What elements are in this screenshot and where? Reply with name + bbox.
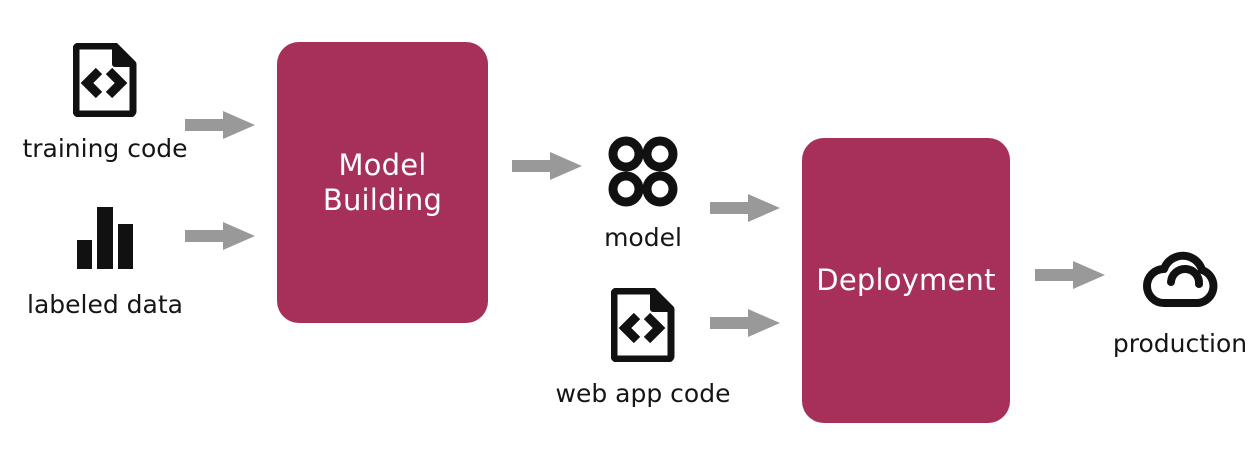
edge-deployment-to-production xyxy=(1035,258,1107,292)
code-file-icon xyxy=(72,42,137,118)
edge-training-code-to-model-building xyxy=(185,108,257,142)
bar-chart-icon xyxy=(73,203,137,271)
edge-labeled-data-to-model-building xyxy=(185,219,257,253)
code-file-icon xyxy=(610,287,675,363)
node-labeled-data-label: labeled data xyxy=(27,290,183,319)
node-training-code-label: training code xyxy=(22,134,188,163)
arrow-right-icon xyxy=(512,152,582,180)
arrow-right-icon xyxy=(185,222,255,250)
arrow-right-icon xyxy=(710,309,780,337)
node-model-building[interactable]: Model Building xyxy=(277,42,488,323)
arrow-right-icon xyxy=(1035,261,1105,289)
node-production[interactable]: production xyxy=(1097,246,1260,358)
node-model-label: model xyxy=(604,223,682,252)
node-model[interactable]: model xyxy=(558,136,728,252)
node-deployment[interactable]: Deployment xyxy=(802,138,1010,423)
edge-model-to-deployment xyxy=(710,191,782,225)
node-production-label: production xyxy=(1112,329,1248,358)
node-model-building-label: Model Building xyxy=(322,148,443,217)
arrow-right-icon xyxy=(710,194,780,222)
arrow-right-icon xyxy=(185,111,255,139)
edge-web-app-code-to-deployment xyxy=(710,306,782,340)
node-labeled-data[interactable]: labeled data xyxy=(20,203,190,319)
edge-model-building-to-model xyxy=(512,149,584,183)
node-web-app-code[interactable]: web app code xyxy=(555,287,731,408)
node-deployment-label: Deployment xyxy=(816,263,996,298)
cloud-icon xyxy=(1140,246,1220,310)
node-web-app-code-label: web app code xyxy=(555,379,731,408)
four-rings-icon xyxy=(605,136,681,208)
node-training-code[interactable]: training code xyxy=(20,42,190,163)
